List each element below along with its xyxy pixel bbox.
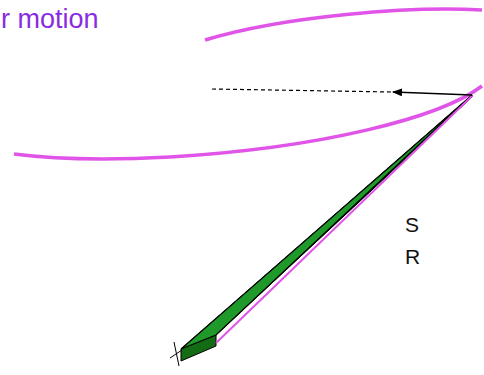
orbit-arc [205, 9, 482, 40]
dashed-line [212, 89, 392, 92]
axis-mark [170, 350, 182, 358]
title-text: r motion [1, 6, 99, 33]
bar-side [181, 95, 472, 361]
bar-top [181, 95, 472, 349]
side-label: R [405, 246, 420, 267]
velocity-arrow [393, 92, 472, 95]
side-label: S [405, 214, 419, 235]
bar-edge [216, 96, 472, 343]
